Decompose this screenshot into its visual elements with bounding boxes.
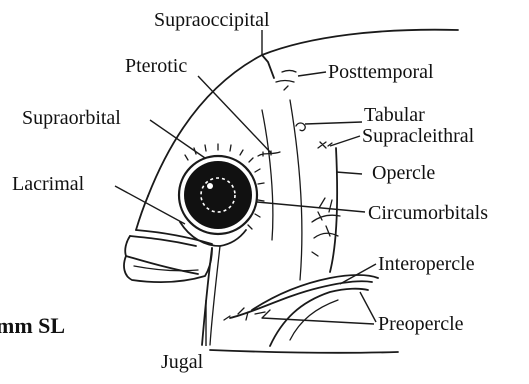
lower-jaw <box>124 248 212 282</box>
leader-supracleithral <box>330 136 360 146</box>
leader-preopercle <box>360 292 376 322</box>
preopercle-stem <box>290 100 302 280</box>
tabular-mark <box>296 123 305 131</box>
label-pterotic: Pterotic <box>125 55 187 77</box>
label-lacrimal: Lacrimal <box>12 173 85 195</box>
leader-pterotic <box>198 76 272 154</box>
label-supraoccipital: Supraoccipital <box>154 9 270 31</box>
label-tabular: Tabular <box>364 104 425 126</box>
leader-posttemporal <box>298 72 326 76</box>
size-caption: mm SL <box>0 313 65 338</box>
eye-highlight <box>207 183 213 189</box>
label-posttemporal: Posttemporal <box>328 61 434 83</box>
posttemporal-mark <box>276 71 296 91</box>
leader-supraorbital <box>150 120 205 158</box>
label-interopercle: Interopercle <box>378 253 475 275</box>
label-opercle: Opercle <box>372 162 435 184</box>
preopercle-arc <box>270 289 368 346</box>
eye-pupil <box>184 161 252 229</box>
label-supracleithral: Supracleithral <box>362 125 475 147</box>
label-circumorbitals: Circumorbitals <box>368 202 488 224</box>
supraoccipital-crest <box>262 55 274 78</box>
label-supraorbital: Supraorbital <box>22 107 121 129</box>
upper-jaw <box>130 230 212 246</box>
leader-opercle <box>336 172 362 174</box>
label-jugal: Jugal <box>161 351 204 373</box>
ventral-contour <box>210 350 398 353</box>
label-preopercle: Preopercle <box>378 313 464 335</box>
leader-preopercle-2 <box>262 318 374 324</box>
supracleithral-mark <box>318 142 332 148</box>
head-interior-curve <box>262 110 273 240</box>
leader-tabular <box>305 122 362 124</box>
opercle-spine <box>319 198 332 212</box>
mouth-gape <box>125 236 198 274</box>
